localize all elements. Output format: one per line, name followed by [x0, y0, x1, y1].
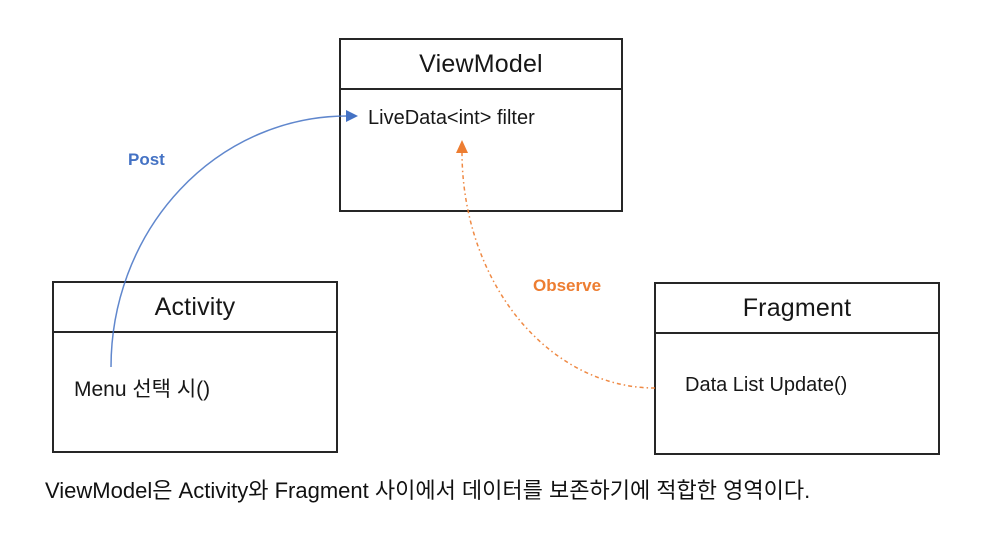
- fragment-title: Fragment: [656, 284, 938, 334]
- viewmodel-class-box: ViewModel LiveData<int> filter: [339, 38, 623, 212]
- observe-arrow-label: Observe: [533, 276, 602, 295]
- activity-member-menu-select: Menu 선택 시(): [74, 378, 211, 401]
- activity-class-box: Activity Menu 선택 시(): [52, 281, 338, 453]
- post-arrow-label: Post: [128, 150, 165, 169]
- activity-title: Activity: [54, 283, 336, 333]
- viewmodel-member-livedata: LiveData<int> filter: [368, 107, 535, 129]
- fragment-class-box: Fragment Data List Update(): [654, 282, 940, 455]
- viewmodel-title: ViewModel: [341, 40, 621, 90]
- diagram-caption: ViewModel은 Activity와 Fragment 사이에서 데이터를 …: [45, 478, 811, 503]
- fragment-member-data-list-update: Data List Update(): [685, 374, 848, 396]
